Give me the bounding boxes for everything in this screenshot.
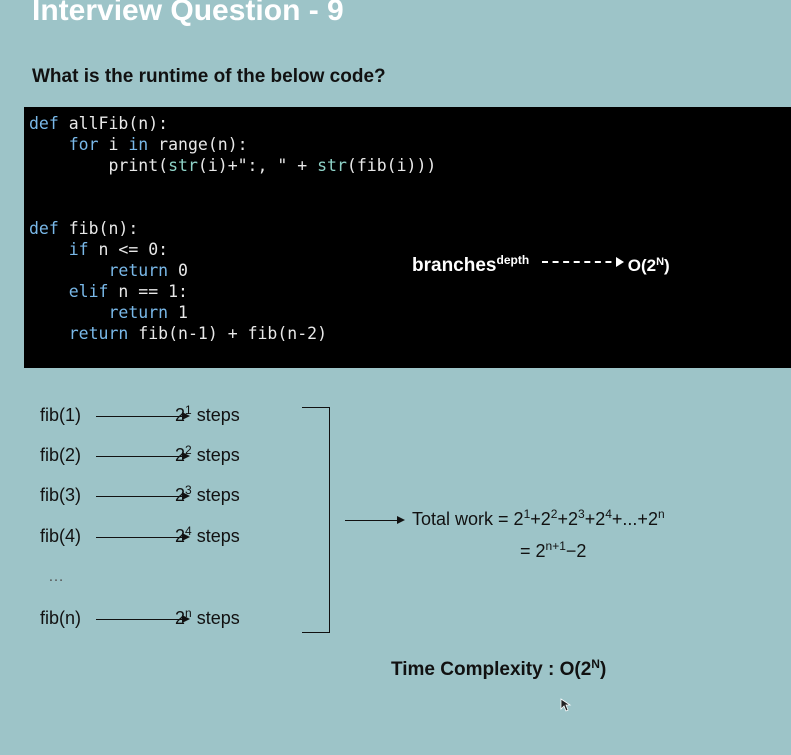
code-block: def allFib(n): for i in range(n): print(…	[29, 113, 436, 344]
right-arrow-icon	[96, 492, 190, 500]
code-line: def fib(n):	[29, 219, 139, 238]
code-line: if n <= 0:	[68, 240, 169, 259]
right-arrow-icon	[96, 412, 190, 420]
right-arrow-icon	[96, 615, 190, 623]
branches-annotation: branchesdepth O(2N)	[412, 253, 670, 277]
total-arrow-icon	[345, 516, 405, 524]
time-complexity: Time Complexity : O(2N)	[391, 657, 607, 680]
ellipsis: …	[48, 568, 64, 585]
fib-label: fib(2)	[40, 445, 82, 465]
code-line: def allFib(n):	[29, 114, 169, 133]
steps-label: 23 steps	[175, 483, 240, 505]
code-line: for i in range(n):	[68, 135, 248, 154]
right-arrow-icon	[96, 533, 190, 541]
code-panel: def allFib(n): for i in range(n): print(…	[24, 107, 791, 368]
total-work-result: = 2n+1−2	[520, 539, 587, 561]
steps-label: 21 steps	[175, 403, 240, 425]
code-line: return 0	[108, 261, 188, 280]
code-line: elif n == 1:	[68, 282, 188, 301]
depth-exponent: depth	[496, 253, 530, 267]
total-work-label: Total work =	[412, 509, 514, 529]
slide-title: Interview Question - 9	[32, 0, 344, 27]
big-o-exponent: N	[656, 256, 665, 268]
steps-label: 24 steps	[175, 524, 240, 546]
steps-label: 22 steps	[175, 443, 240, 465]
fib-label: fib(1)	[40, 405, 82, 425]
branches-label: branches	[412, 255, 497, 276]
fib-label: fib(3)	[40, 485, 82, 505]
code-line: return fib(n-1) + fib(n-2)	[68, 324, 328, 343]
fib-label: fib(4)	[40, 526, 82, 546]
question-text: What is the runtime of the below code?	[32, 66, 386, 87]
right-bracket	[302, 407, 330, 633]
big-o-base: O(2	[627, 256, 657, 275]
cursor-arrow-icon	[560, 698, 572, 712]
steps-label: 2n steps	[175, 606, 240, 628]
fib-label: fib(n)	[40, 608, 82, 628]
big-o-close: )	[664, 256, 670, 275]
dashed-arrow-icon	[542, 256, 625, 267]
right-arrow-icon	[96, 452, 190, 460]
code-line: return 1	[108, 303, 188, 322]
total-work-line: Total work = 21+22+23+24+...+2n	[412, 507, 665, 529]
code-line: print(str(i)+":, " + str(fib(i)))	[29, 156, 437, 175]
